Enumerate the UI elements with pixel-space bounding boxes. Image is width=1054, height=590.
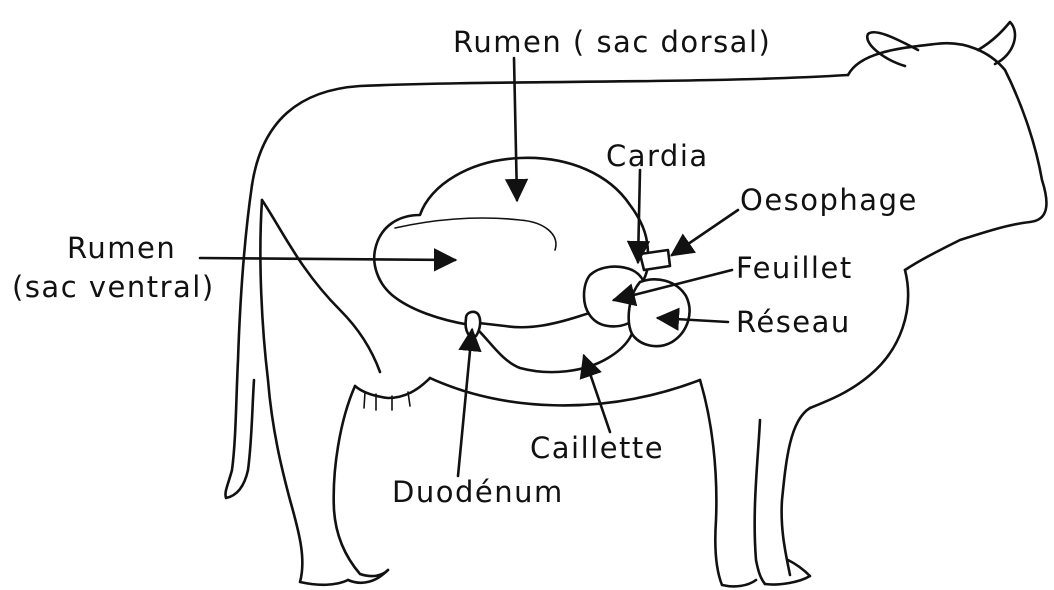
cow-front-leg-outer bbox=[782, 408, 810, 575]
label-duodenum: Duodénum bbox=[392, 476, 564, 509]
oesophage-shape bbox=[640, 250, 670, 270]
arrow-caillette bbox=[584, 356, 610, 432]
cow-chest bbox=[810, 270, 908, 408]
cow-rump bbox=[262, 200, 380, 372]
cow-right-horn bbox=[978, 22, 1015, 64]
cow-hind-leg-inner bbox=[334, 386, 388, 576]
label-reseau: Réseau bbox=[736, 306, 851, 339]
arrow-oesophage bbox=[672, 210, 738, 255]
label-caillette: Caillette bbox=[530, 432, 664, 465]
label-cardia: Cardia bbox=[606, 140, 709, 173]
label-rumen-ventral-line1: Rumen bbox=[67, 232, 176, 265]
label-feuillet: Feuillet bbox=[736, 252, 853, 285]
cow-tail bbox=[225, 185, 254, 498]
stomach bbox=[374, 158, 689, 372]
label-oesophage: Oesophage bbox=[740, 184, 918, 217]
cow-belly bbox=[430, 378, 700, 405]
cow-udder bbox=[355, 378, 430, 398]
cow-front-leg-back bbox=[700, 380, 756, 586]
label-rumen-ventral-line2: (sac ventral) bbox=[12, 271, 215, 304]
cow-head bbox=[848, 43, 1046, 270]
arrow-duodenum bbox=[458, 330, 472, 476]
cow-front-leg-inner bbox=[755, 420, 765, 584]
label-rumen-dorsal: Rumen ( sac dorsal) bbox=[453, 26, 771, 59]
